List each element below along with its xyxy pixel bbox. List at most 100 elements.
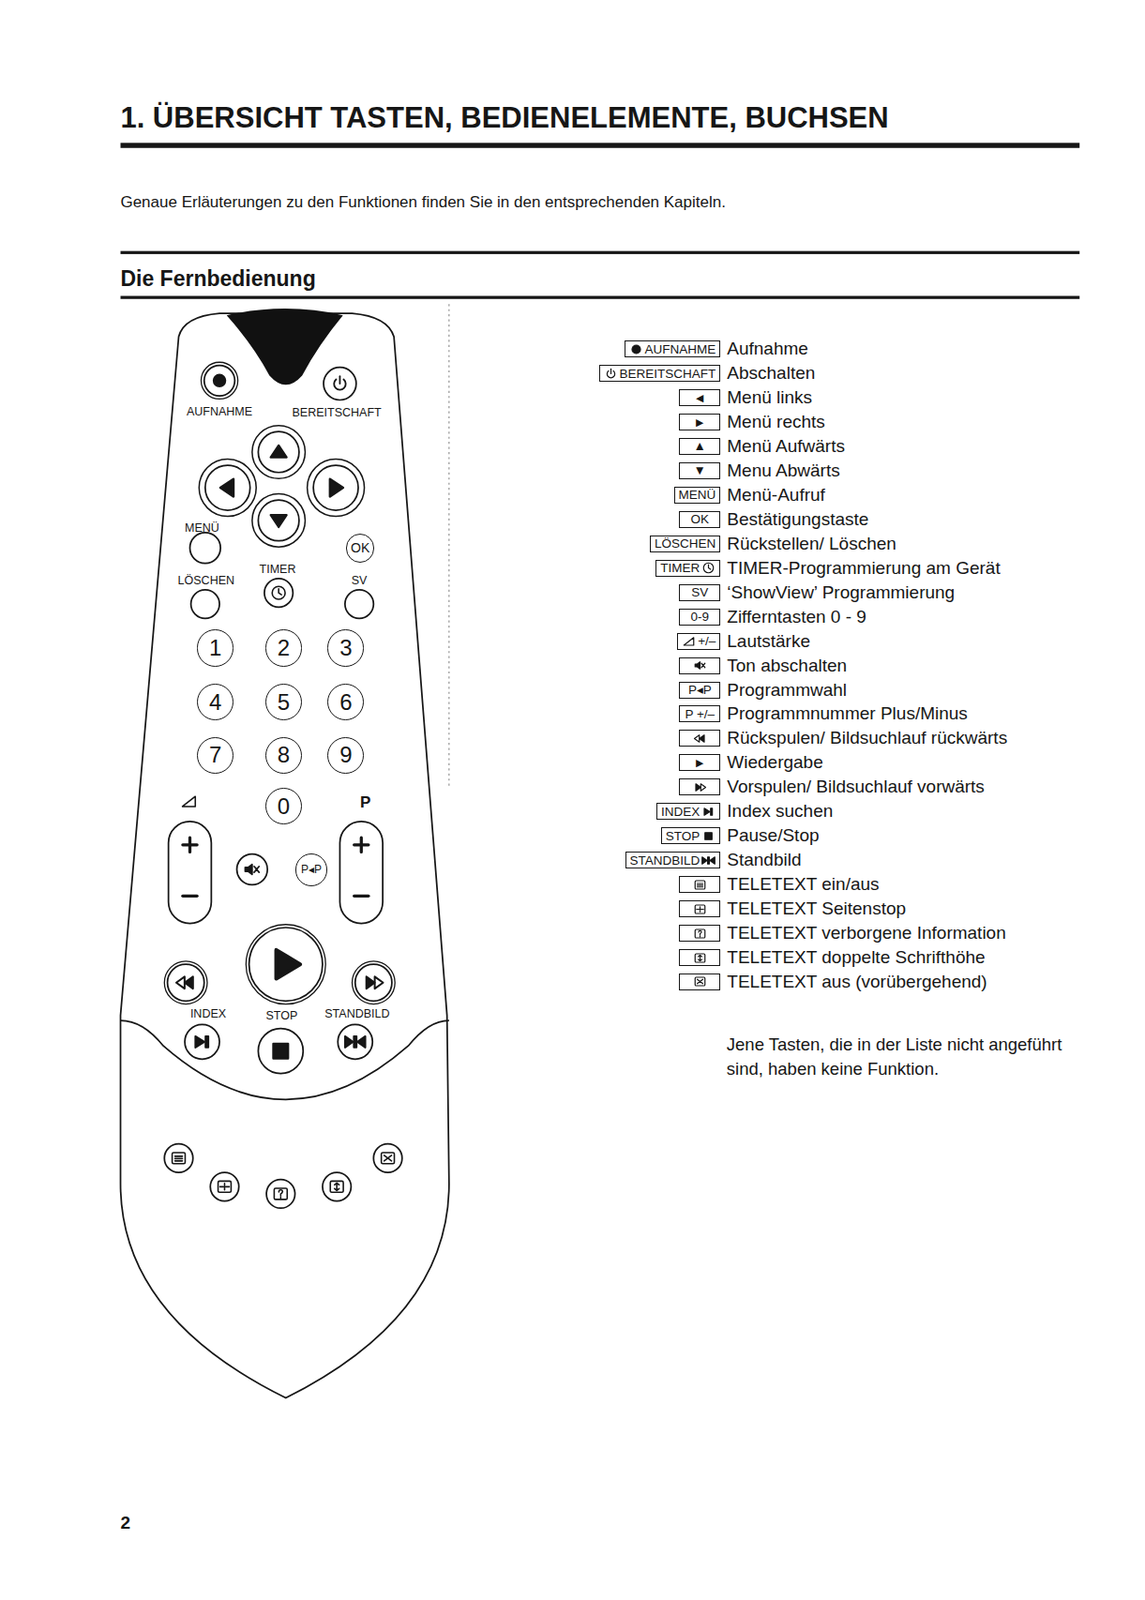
remote-key bbox=[257, 1028, 303, 1074]
remote-key bbox=[351, 961, 395, 1005]
icon-stroke bbox=[339, 376, 342, 384]
key-ring bbox=[164, 961, 208, 1005]
key-text: P◂P bbox=[301, 862, 322, 876]
text-label: Genaue Erläuterungen zu den Funktionen f… bbox=[120, 194, 726, 212]
key-name: OK bbox=[691, 512, 710, 527]
key-box: LÖSCHEN bbox=[649, 535, 721, 553]
key-name: STOP bbox=[665, 828, 701, 844]
key-box: STOP bbox=[661, 827, 722, 844]
key-ring bbox=[200, 361, 238, 399]
remote-key bbox=[264, 578, 293, 607]
remote-key bbox=[337, 1024, 373, 1059]
remote-key bbox=[237, 854, 269, 886]
key-description: Zifferntasten 0 - 9 bbox=[726, 606, 867, 628]
text-label: STOP bbox=[265, 1009, 298, 1023]
dpad-ring bbox=[307, 459, 365, 517]
key-list-row: +/–Lautstärke bbox=[677, 630, 811, 653]
key-icon bbox=[693, 950, 708, 965]
key-ring bbox=[245, 924, 326, 1005]
key-icon bbox=[271, 586, 286, 600]
key-list-row: P◂PProgrammwahl bbox=[678, 678, 847, 702]
key-name: +/– bbox=[697, 633, 716, 648]
key-list-row: INDEXIndex suchen bbox=[656, 799, 833, 823]
remote-key: P◂P bbox=[295, 853, 329, 887]
key-name: AUFNAHME bbox=[645, 342, 717, 357]
icon-stroke bbox=[696, 883, 703, 888]
key-description: Menü rechts bbox=[726, 411, 826, 433]
key-list-row: ►Menü rechts bbox=[678, 410, 826, 434]
key-icon bbox=[693, 877, 708, 892]
key-name: MENÜ bbox=[678, 487, 717, 502]
key-icon bbox=[276, 949, 301, 980]
icon-stroke bbox=[254, 866, 259, 873]
label-text: LÖSCHEN bbox=[178, 573, 235, 588]
icon-stroke bbox=[195, 1036, 205, 1048]
key-list-row: AUFNAHMEAufnahme bbox=[624, 337, 809, 361]
key-circle bbox=[337, 1024, 373, 1059]
key-icon bbox=[701, 853, 716, 868]
remote-key: 7 bbox=[196, 737, 234, 774]
remote-key bbox=[323, 367, 357, 401]
key-description: Vorspulen/ Bildsuchlauf vorwärts bbox=[726, 776, 985, 798]
icon-stroke bbox=[384, 1155, 392, 1161]
key-icon bbox=[629, 342, 644, 357]
key-icon bbox=[220, 479, 234, 498]
key-description: TELETEXT doppelte Schrifthöhe bbox=[726, 947, 985, 968]
remote-key bbox=[191, 589, 220, 618]
remote-key: OK bbox=[346, 533, 375, 562]
icon-stroke bbox=[182, 796, 196, 807]
key-description: TELETEXT ein/aus bbox=[726, 873, 879, 895]
text-label: MENÜ bbox=[184, 521, 220, 534]
icon-stroke bbox=[330, 1180, 344, 1192]
key-text: OK bbox=[350, 540, 370, 556]
key-box bbox=[678, 657, 721, 675]
icon-stroke bbox=[273, 1188, 287, 1200]
icon-stroke bbox=[381, 1152, 395, 1164]
remote-key bbox=[266, 1179, 295, 1208]
icon-stroke bbox=[632, 345, 641, 354]
key-description: Rückstellen/ Löschen bbox=[726, 533, 897, 555]
key-icon bbox=[273, 1043, 289, 1059]
dotted-guide bbox=[448, 303, 450, 786]
key-icon-group bbox=[694, 953, 706, 963]
key-name: ▲ bbox=[693, 438, 707, 453]
remote-key bbox=[345, 589, 374, 618]
key-circle bbox=[313, 465, 359, 511]
key-circle bbox=[249, 927, 323, 1001]
key-name: LÖSCHEN bbox=[654, 536, 716, 551]
rule-line bbox=[120, 142, 1081, 148]
key-description: TIMER-Programmierung am Gerät bbox=[726, 557, 1000, 579]
key-description: ‘ShowView’ Programmierung bbox=[726, 582, 955, 603]
label-text: BEREITSCHAFT bbox=[292, 405, 382, 419]
key-icon bbox=[244, 864, 259, 875]
text-label: SV bbox=[351, 574, 368, 588]
key-circle bbox=[210, 1172, 239, 1201]
key-description: Menu Abwärts bbox=[726, 460, 840, 482]
title-text: 1. ÜBERSICHT TASTEN, BEDIENELEMENTE, BUC… bbox=[120, 101, 889, 135]
key-icon bbox=[345, 1036, 366, 1048]
text-label: LÖSCHEN bbox=[178, 574, 235, 588]
key-icon bbox=[176, 976, 194, 989]
text-label: STANDBILD bbox=[324, 1007, 390, 1020]
key-box: ► bbox=[678, 753, 721, 771]
remote-key: 2 bbox=[265, 629, 302, 666]
key-description: Pause/Stop bbox=[726, 825, 819, 846]
key-list-row: Ton abschalten bbox=[678, 654, 847, 678]
key-icon-group bbox=[704, 563, 715, 574]
key-box bbox=[678, 924, 721, 942]
icon-stroke bbox=[218, 1180, 232, 1192]
label-text: Die Fernbedienung bbox=[120, 266, 316, 291]
key-list-row: P +/–Programmnummer Plus/Minus bbox=[678, 702, 968, 725]
key-icon bbox=[701, 804, 716, 819]
key-icon-group bbox=[695, 783, 707, 792]
key-icon bbox=[693, 731, 708, 746]
plus-icon bbox=[182, 837, 197, 852]
icon-stroke bbox=[182, 837, 197, 852]
remote-key bbox=[245, 924, 326, 1005]
key-icon bbox=[693, 926, 708, 941]
icon-stroke bbox=[701, 662, 706, 668]
text-label: INDEX bbox=[190, 1007, 226, 1020]
key-ring bbox=[351, 961, 395, 1005]
icon-stroke bbox=[694, 977, 706, 986]
